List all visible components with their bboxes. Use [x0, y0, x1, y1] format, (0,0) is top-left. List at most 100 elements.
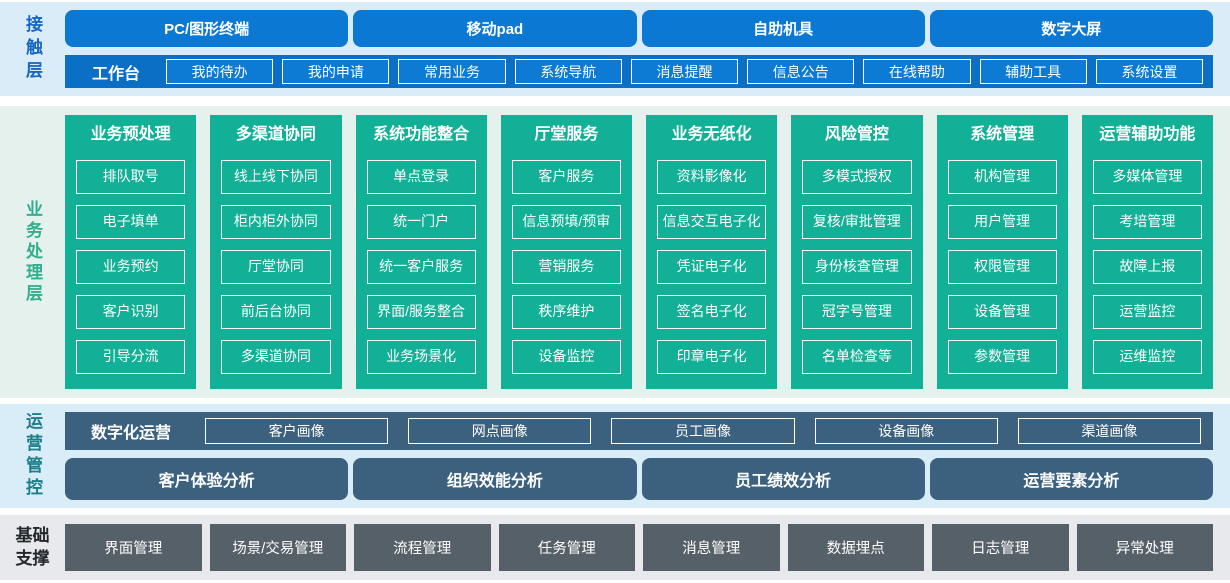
terminal-digital-screen: 数字大屏 — [929, 10, 1213, 47]
workbench-item-message-reminder: 消息提醒 — [630, 59, 739, 84]
foundation-data-tracking: 数据埋点 — [787, 524, 924, 571]
foundation-layer-band: 基础支撑 界面管理 场景/交易管理 流程管理 任务管理 消息管理 数据埋点 日志… — [0, 515, 1230, 580]
module-box: 印章电子化 — [657, 340, 767, 374]
business-column-hall-service: 厅堂服务 客户服务 信息预填/预审 营销服务 秩序维护 设备监控 — [500, 115, 632, 389]
operations-layer-label-col: 运营管控 — [0, 404, 65, 508]
analysis-ops-elements: 运营要素分析 — [929, 458, 1213, 500]
foundation-process-management: 流程管理 — [354, 524, 491, 571]
contact-layer-label: 接触层 — [23, 14, 42, 84]
column-title: 运营辅助功能 — [1099, 126, 1196, 143]
profile-box-channel: 渠道画像 — [1017, 418, 1202, 444]
terminal-row: PC/图形终端 移动pad 自助机具 数字大屏 — [65, 10, 1213, 47]
module-box: 冠字号管理 — [802, 295, 912, 329]
business-column-system-integration: 系统功能整合 单点登录 统一门户 统一客户服务 界面/服务整合 业务场景化 — [355, 115, 487, 389]
workbench-item-system-navigation: 系统导航 — [514, 59, 622, 84]
module-box: 客户服务 — [511, 160, 621, 194]
business-column-multi-channel: 多渠道协同 线上线下协同 柜内柜外协同 厅堂协同 前后台协同 多渠道协同 — [210, 115, 342, 389]
module-box: 柜内柜外协同 — [221, 205, 331, 239]
module-box: 客户识别 — [76, 295, 186, 329]
module-box: 业务场景化 — [366, 340, 476, 374]
module-box: 设备监控 — [511, 340, 621, 374]
column-title: 系统功能整合 — [373, 126, 470, 143]
digital-operations-bar: 数字化运营 客户画像 网点画像 员工画像 设备画像 渠道画像 — [65, 412, 1213, 450]
digital-operations-label: 数字化运营 — [90, 425, 171, 442]
analysis-employee-performance: 员工绩效分析 — [641, 458, 925, 500]
analysis-customer-experience: 客户体验分析 — [65, 458, 349, 500]
module-box: 引导分流 — [76, 340, 186, 374]
module-box: 故障上报 — [1092, 250, 1202, 284]
foundation-ui-management: 界面管理 — [65, 524, 202, 571]
profile-box-branch: 网点画像 — [408, 418, 592, 444]
foundation-exception-handling: 异常处理 — [1076, 524, 1213, 571]
business-layer-band: 业务处理层 业务预处理 排队取号 电子填单 业务预约 客户识别 引导分流 多渠道… — [0, 106, 1230, 398]
module-box: 考培管理 — [1092, 205, 1202, 239]
module-box: 秩序维护 — [511, 295, 621, 329]
workbench-bar: 工作台 我的待办 我的申请 常用业务 系统导航 消息提醒 信息公告 在线帮助 辅… — [65, 55, 1213, 88]
business-column-pre-processing: 业务预处理 排队取号 电子填单 业务预约 客户识别 引导分流 — [65, 115, 197, 389]
workbench-label: 工作台 — [91, 65, 140, 83]
module-box: 运营监控 — [1092, 295, 1202, 329]
module-box: 线上线下协同 — [221, 160, 331, 194]
module-box: 多模式授权 — [802, 160, 912, 194]
module-box: 资料影像化 — [657, 160, 767, 194]
terminal-self-service: 自助机具 — [641, 10, 925, 47]
profile-box-customer: 客户画像 — [205, 418, 389, 444]
module-box: 界面/服务整合 — [366, 295, 476, 329]
module-box: 信息预填/预审 — [511, 205, 621, 239]
analysis-org-efficiency: 组织效能分析 — [353, 458, 637, 500]
module-box: 营销服务 — [511, 250, 621, 284]
column-title: 业务预处理 — [90, 126, 171, 143]
module-box: 名单检查等 — [802, 340, 912, 374]
workbench-item-auxiliary-tools: 辅助工具 — [979, 59, 1087, 84]
workbench-item-system-settings: 系统设置 — [1095, 59, 1203, 84]
module-box: 排队取号 — [76, 160, 186, 194]
column-title: 系统管理 — [970, 126, 1035, 143]
module-box: 前后台协同 — [221, 295, 331, 329]
foundation-row: 界面管理 场景/交易管理 流程管理 任务管理 消息管理 数据埋点 日志管理 异常… — [65, 515, 1230, 580]
business-layer-label: 业务处理层 — [23, 199, 42, 305]
module-box: 参数管理 — [947, 340, 1057, 374]
contact-layer-band: 接触层 PC/图形终端 移动pad 自助机具 数字大屏 工作台 我的待办 我的申… — [0, 2, 1230, 96]
foundation-layer-label-col: 基础支撑 — [0, 515, 65, 580]
module-box: 用户管理 — [947, 205, 1057, 239]
column-title: 多渠道协同 — [235, 126, 316, 143]
foundation-message-management: 消息管理 — [643, 524, 780, 571]
module-box: 电子填单 — [76, 205, 186, 239]
terminal-pc-graphic: PC/图形终端 — [65, 10, 349, 47]
column-title: 风险管控 — [824, 126, 889, 143]
business-layer-label-col: 业务处理层 — [0, 106, 65, 398]
module-box: 运维监控 — [1092, 340, 1202, 374]
analysis-row: 客户体验分析 组织效能分析 员工绩效分析 运营要素分析 — [65, 458, 1213, 500]
workbench-item-my-applications: 我的申请 — [282, 59, 390, 84]
workbench-item-online-help: 在线帮助 — [863, 59, 971, 84]
business-column-system-management: 系统管理 机构管理 用户管理 权限管理 设备管理 参数管理 — [936, 115, 1068, 389]
module-box: 统一客户服务 — [366, 250, 476, 284]
column-title: 业务无纸化 — [671, 126, 752, 143]
module-box: 统一门户 — [366, 205, 476, 239]
module-box: 多媒体管理 — [1092, 160, 1202, 194]
terminal-mobile-pad: 移动pad — [353, 10, 637, 47]
profile-box-device: 设备画像 — [814, 418, 998, 444]
module-box: 厅堂协同 — [221, 250, 331, 284]
operations-content: 数字化运营 客户画像 网点画像 员工画像 设备画像 渠道画像 客户体验分析 组织… — [65, 404, 1230, 508]
operations-layer-label: 运营管控 — [23, 412, 42, 500]
module-box: 设备管理 — [947, 295, 1057, 329]
module-box: 单点登录 — [366, 160, 476, 194]
module-box: 信息交互电子化 — [657, 205, 767, 239]
operations-layer-band: 运营管控 数字化运营 客户画像 网点画像 员工画像 设备画像 渠道画像 客户体验… — [0, 404, 1230, 508]
foundation-scene-transaction: 场景/交易管理 — [209, 524, 346, 571]
contact-layer-label-col: 接触层 — [0, 2, 65, 96]
column-title: 厅堂服务 — [534, 126, 599, 143]
module-box: 权限管理 — [947, 250, 1057, 284]
module-box: 业务预约 — [76, 250, 186, 284]
workbench-item-common-business: 常用业务 — [398, 59, 506, 84]
module-box: 多渠道协同 — [221, 340, 331, 374]
business-column-paperless: 业务无纸化 资料影像化 信息交互电子化 凭证电子化 签名电子化 印章电子化 — [646, 115, 778, 389]
module-box: 机构管理 — [947, 160, 1057, 194]
profile-box-employee: 员工画像 — [611, 418, 795, 444]
contact-layer-content: PC/图形终端 移动pad 自助机具 数字大屏 工作台 我的待办 我的申请 常用… — [65, 2, 1230, 96]
module-box: 签名电子化 — [657, 295, 767, 329]
foundation-layer-label: 基础支撑 — [15, 525, 50, 568]
foundation-log-management: 日志管理 — [932, 524, 1069, 571]
